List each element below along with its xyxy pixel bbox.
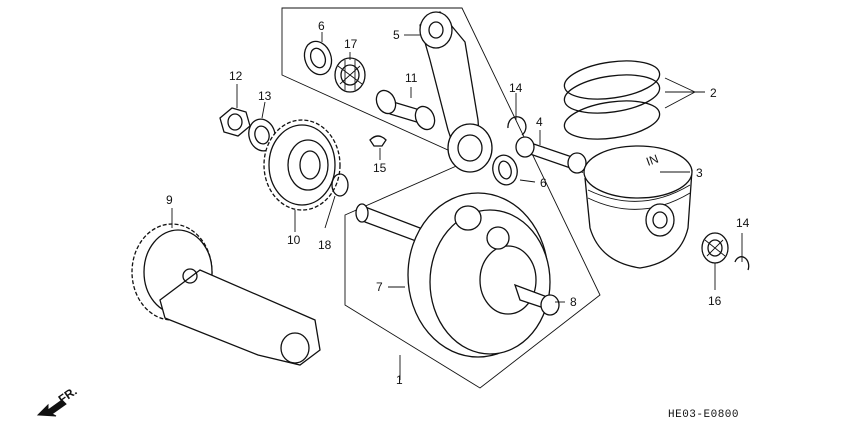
callout-8: 8 <box>570 295 577 309</box>
callout-14-top: 14 <box>509 81 523 95</box>
callout-14-right: 14 <box>736 216 750 230</box>
woodruff-key-15[interactable] <box>369 135 387 147</box>
oring-18[interactable] <box>331 173 349 197</box>
assembly-outline <box>281 7 601 389</box>
circlip-14-right[interactable] <box>734 256 750 271</box>
arrow-icon <box>36 399 67 417</box>
callout-9: 9 <box>166 193 173 207</box>
diagram-code: HE03-E0800 <box>668 409 739 421</box>
callout-6-right: 6 <box>540 176 547 190</box>
leader-lines <box>171 32 743 380</box>
callout-6-top: 6 <box>318 19 325 33</box>
callout-3: 3 <box>696 166 703 180</box>
callout-2: 2 <box>710 86 717 100</box>
piston-3[interactable]: IN <box>583 145 693 269</box>
nut-12[interactable] <box>219 107 251 137</box>
callout-15: 15 <box>373 161 387 175</box>
callout-13: 13 <box>258 89 272 103</box>
crankshaft-7[interactable] <box>355 192 560 358</box>
needle-bearing-16[interactable] <box>701 232 729 264</box>
callout-1: 1 <box>396 373 403 387</box>
balancer-9[interactable] <box>131 223 321 366</box>
washer-6-top[interactable] <box>300 38 336 79</box>
callout-12: 12 <box>229 69 243 83</box>
callout-4: 4 <box>536 115 543 129</box>
callout-16: 16 <box>708 294 722 308</box>
piston-rings-2[interactable] <box>562 55 662 144</box>
circlip-14-top[interactable] <box>507 116 527 136</box>
callout-10: 10 <box>287 233 301 247</box>
callout-7: 7 <box>376 280 383 294</box>
piston-pin-4[interactable] <box>515 136 587 174</box>
callout-11: 11 <box>405 71 418 85</box>
gear-10[interactable] <box>263 119 341 211</box>
washer-6-right[interactable] <box>490 152 521 187</box>
front-direction-indicator: FR. <box>36 384 80 417</box>
piston-mark: IN <box>644 152 660 169</box>
callout-18: 18 <box>318 238 332 252</box>
connecting-rod-5[interactable] <box>419 11 493 173</box>
callout-17: 17 <box>344 37 358 51</box>
piston-pin-11[interactable] <box>373 87 438 132</box>
callout-5: 5 <box>393 28 400 42</box>
needle-bearing-17[interactable] <box>334 57 366 93</box>
